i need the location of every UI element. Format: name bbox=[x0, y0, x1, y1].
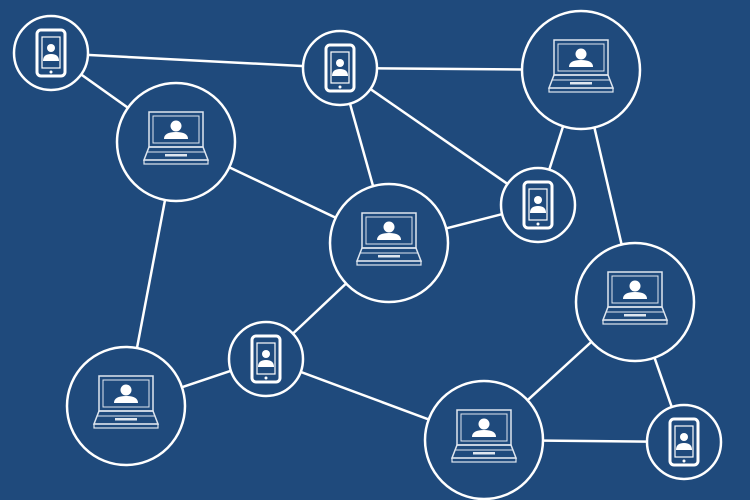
node-circle bbox=[227, 320, 305, 398]
laptop-icon bbox=[547, 39, 615, 93]
laptop-icon bbox=[142, 111, 210, 165]
node-circle bbox=[499, 166, 577, 244]
laptop-node bbox=[574, 241, 696, 363]
phone-node bbox=[645, 403, 723, 481]
phone-node bbox=[227, 320, 305, 398]
laptop-icon bbox=[601, 271, 669, 325]
smartphone-icon bbox=[35, 28, 67, 78]
laptop-node bbox=[328, 182, 450, 304]
node-circle bbox=[328, 182, 450, 304]
laptop-node bbox=[423, 379, 545, 500]
node-circle bbox=[423, 379, 545, 500]
connection-line bbox=[50, 51, 341, 70]
node-circle bbox=[12, 14, 90, 92]
laptop-icon bbox=[92, 375, 160, 429]
smartphone-icon bbox=[522, 180, 554, 230]
phone-node bbox=[301, 29, 379, 107]
connection-line bbox=[339, 66, 539, 207]
phone-node bbox=[12, 14, 90, 92]
smartphone-icon bbox=[250, 334, 282, 384]
node-circle bbox=[520, 9, 642, 131]
laptop-node bbox=[65, 345, 187, 467]
laptop-icon bbox=[450, 409, 518, 463]
smartphone-icon bbox=[324, 43, 356, 93]
node-circle bbox=[301, 29, 379, 107]
node-circle bbox=[574, 241, 696, 363]
node-circle bbox=[645, 403, 723, 481]
smartphone-icon bbox=[668, 417, 700, 467]
laptop-icon bbox=[355, 212, 423, 266]
laptop-node bbox=[115, 81, 237, 203]
phone-node bbox=[499, 166, 577, 244]
laptop-node bbox=[520, 9, 642, 131]
node-circle bbox=[115, 81, 237, 203]
node-circle bbox=[65, 345, 187, 467]
